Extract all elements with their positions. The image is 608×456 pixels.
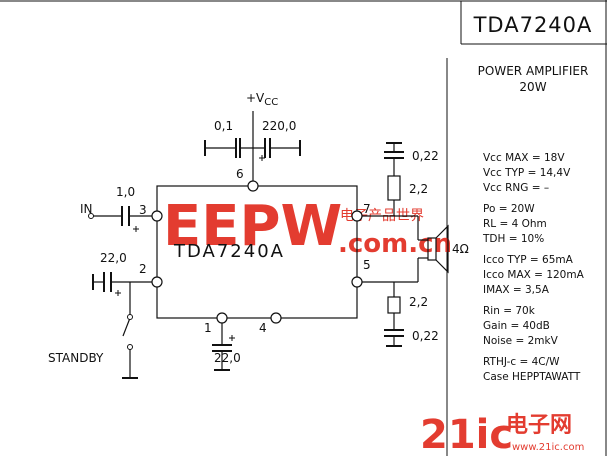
spec-line: Vcc MAX = 18V bbox=[483, 152, 565, 164]
spec-line: RTHJ-c = 4C/W bbox=[483, 356, 560, 368]
pin-label-5: 5 bbox=[363, 258, 371, 272]
speaker-impedance-label: 4Ω bbox=[452, 242, 469, 256]
pin-label-6: 6 bbox=[236, 167, 244, 181]
ic21-chinese: 电子网 bbox=[506, 413, 572, 438]
pin-node-2 bbox=[151, 276, 163, 288]
spec-line: Vcc RNG = – bbox=[483, 182, 549, 194]
subtitle-line2: 20W bbox=[519, 80, 546, 94]
pin-label-1: 1 bbox=[204, 321, 212, 335]
title-box-text: TDA7240A bbox=[473, 13, 593, 37]
spec-line: Case HEPPTAWATT bbox=[483, 371, 581, 383]
resistor-bottom bbox=[387, 296, 401, 314]
spec-line: TDH = 10% bbox=[482, 233, 544, 245]
spec-line: Vcc TYP = 14,4V bbox=[483, 167, 571, 179]
res-label-22-top: 2,2 bbox=[409, 182, 428, 196]
wires bbox=[93, 111, 428, 378]
cap-label-22-bottom: 22,0 bbox=[214, 351, 241, 365]
ic21-watermark: 21ic 电子网 www.21ic.com bbox=[420, 412, 584, 456]
pin-label-4: 4 bbox=[259, 321, 267, 335]
pin-nodes bbox=[151, 180, 363, 324]
pin-node-3 bbox=[151, 210, 163, 222]
pin-node-5 bbox=[351, 276, 363, 288]
cap-label-10: 1,0 bbox=[116, 185, 135, 199]
pin-node-7 bbox=[351, 210, 363, 222]
spec-list: Vcc MAX = 18V Vcc TYP = 14,4V Vcc RNG = – P… bbox=[482, 152, 585, 383]
cap-label-220: 220,0 bbox=[262, 119, 296, 133]
spec-line: Po = 20W bbox=[483, 203, 535, 215]
spec-line: Icco MAX = 120mA bbox=[483, 269, 585, 281]
cap-label-022-top: 0,22 bbox=[412, 149, 439, 163]
res-label-22-bottom: 2,2 bbox=[409, 295, 428, 309]
terminals bbox=[88, 213, 133, 350]
ic21-logo: 21ic bbox=[420, 412, 513, 456]
subtitle-line1: POWER AMPLIFIER bbox=[478, 64, 589, 78]
supply-label: +VCC bbox=[246, 91, 278, 108]
pin-node-6 bbox=[247, 180, 259, 192]
cap-label-22-left: 22,0 bbox=[100, 251, 127, 265]
pin-node-1 bbox=[216, 312, 228, 324]
speaker-symbol bbox=[427, 224, 449, 274]
eepw-logo: EEPW bbox=[163, 194, 342, 259]
switch-contact-bottom bbox=[127, 344, 133, 350]
spec-line: IMAX = 3,5A bbox=[483, 284, 550, 296]
ic-label: TDA7240A bbox=[173, 241, 285, 262]
standby-label: STANDBY bbox=[48, 351, 104, 365]
cap-label-022-bottom: 0,22 bbox=[412, 329, 439, 343]
ic21-url: www.21ic.com bbox=[512, 442, 584, 453]
pin-label-2: 2 bbox=[139, 262, 147, 276]
input-label: IN bbox=[80, 202, 93, 216]
pin-label-3: 3 bbox=[139, 203, 147, 217]
switch-contact-top bbox=[127, 314, 133, 320]
spec-line: Noise = 2mkV bbox=[483, 335, 559, 347]
eepw-domain: .com.cn bbox=[338, 229, 452, 259]
spec-line: RL = 4 Ohm bbox=[483, 218, 547, 230]
resistor-top bbox=[387, 175, 401, 201]
input-terminal bbox=[88, 213, 94, 219]
capacitor-plates bbox=[103, 138, 404, 352]
ground-ticks bbox=[92, 140, 402, 379]
pin-label-7: 7 bbox=[363, 202, 371, 216]
spec-line: Icco TYP = 65mA bbox=[483, 254, 574, 266]
spec-line: Gain = 40dB bbox=[483, 320, 550, 332]
resistors bbox=[387, 175, 401, 314]
polarity-marks bbox=[115, 155, 265, 341]
cap-label-01: 0,1 bbox=[214, 119, 233, 133]
spec-line: Rin = 70k bbox=[483, 305, 536, 317]
pin-node-4 bbox=[270, 312, 282, 324]
